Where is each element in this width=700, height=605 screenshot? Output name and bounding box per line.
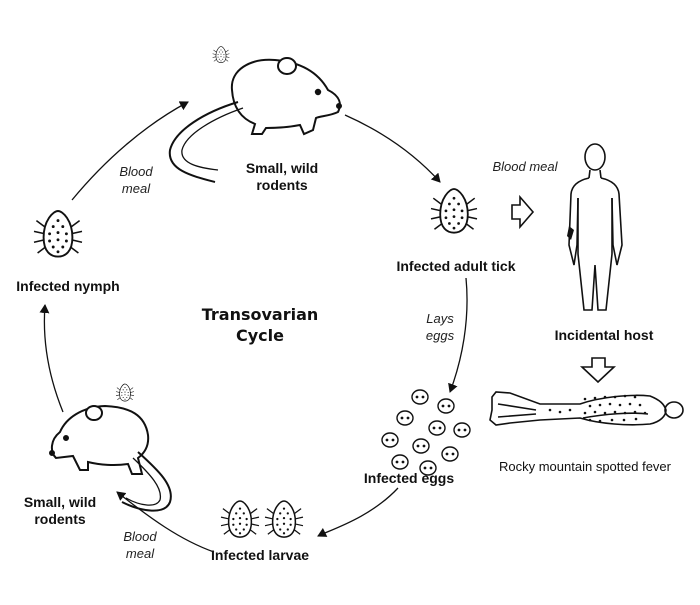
rash-dots bbox=[548, 394, 647, 423]
center-title-line1: Transovarian bbox=[201, 305, 319, 324]
label-rodents-bottom-line2: rodents bbox=[34, 511, 86, 527]
rodent-bottom-illustration bbox=[49, 404, 172, 512]
label-blood-meal-host: Blood meal bbox=[492, 159, 558, 174]
tick-on-top-rodent bbox=[212, 46, 230, 63]
label-blood-meal-top-left-line2: meal bbox=[121, 181, 151, 196]
eggs-illustration bbox=[381, 389, 471, 476]
label-rodents-top: Small, wild rodents bbox=[232, 160, 332, 194]
label-larvae: Infected larvae bbox=[210, 547, 310, 563]
label-eggs: Infected eggs bbox=[363, 470, 455, 486]
label-blood-meal-top-left-line1: Blood bbox=[119, 164, 153, 179]
label-lays-eggs-line2: eggs bbox=[425, 328, 455, 343]
label-rodents-top-line1: Small, wild bbox=[245, 160, 319, 176]
larvae-illustration bbox=[220, 500, 304, 538]
nymph-tick-illustration bbox=[33, 210, 83, 258]
label-incidental-host: Incidental host bbox=[554, 327, 654, 343]
center-title-line2: Cycle bbox=[236, 326, 284, 345]
arrow-rodent-to-nymph bbox=[39, 304, 64, 413]
host-outcome-arrow bbox=[579, 357, 617, 384]
arrow-larvae-to-rodent bbox=[116, 491, 215, 553]
label-rodents-top-line2: rodents bbox=[256, 177, 308, 193]
label-blood-meal-bottom-line2: meal bbox=[125, 546, 155, 561]
arrow-nymph-to-rodent bbox=[71, 101, 189, 201]
label-blood-meal-bottom: Blood meal bbox=[110, 528, 170, 562]
label-blood-meal-bottom-line1: Blood bbox=[123, 529, 157, 544]
label-lays-eggs-line1: Lays bbox=[426, 311, 454, 326]
cycle-arrows bbox=[39, 101, 468, 553]
center-title: Transovarian Cycle bbox=[190, 304, 330, 346]
label-nymph: Infected nymph bbox=[16, 278, 120, 294]
bite-mark-arm bbox=[567, 226, 574, 240]
label-disease: Rocky mountain spotted fever bbox=[499, 459, 671, 474]
host-transfer-arrow bbox=[511, 194, 535, 230]
rodent-top-illustration bbox=[168, 57, 342, 183]
label-rodents-bottom: Small, wild rodents bbox=[10, 494, 110, 528]
arrow-adult-tick-to-eggs bbox=[448, 277, 468, 393]
arrow-rodent-to-adult-tick bbox=[344, 114, 441, 183]
label-rodents-bottom-line1: Small, wild bbox=[23, 494, 97, 510]
adult-tick-illustration bbox=[430, 188, 478, 234]
label-adult-tick: Infected adult tick bbox=[396, 258, 516, 274]
label-blood-meal-top-left: Blood meal bbox=[106, 163, 166, 197]
label-lays-eggs: Lays eggs bbox=[415, 310, 465, 344]
human-standing-illustration bbox=[568, 143, 623, 311]
human-lying-illustration bbox=[489, 391, 684, 426]
arrow-eggs-to-larvae bbox=[317, 487, 399, 537]
tick-on-bottom-rodent bbox=[115, 383, 135, 402]
